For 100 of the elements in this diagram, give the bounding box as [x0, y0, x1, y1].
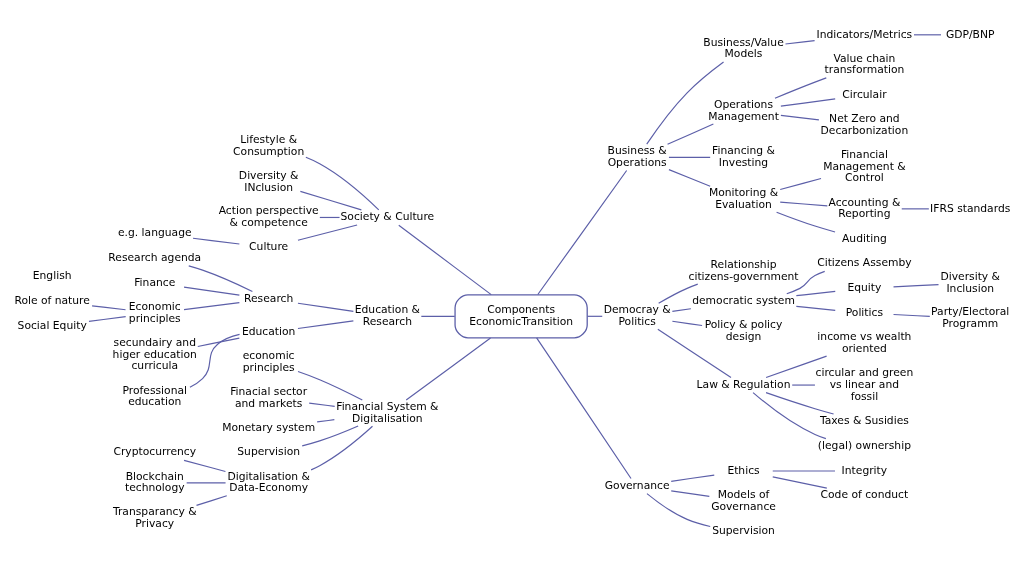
node-text: Business & Operations: [607, 144, 667, 169]
node-text: Research agenda: [108, 250, 202, 264]
node-text: Education: [241, 325, 296, 339]
connector: [183, 286, 240, 296]
connector: [646, 493, 711, 528]
node-text: e.g. language: [117, 226, 192, 240]
node-text: Society & Culture: [340, 210, 435, 224]
connector: [765, 392, 835, 415]
node-text: Action perspective & competence: [218, 204, 319, 230]
connector: [197, 337, 240, 348]
connector: [765, 355, 828, 379]
node-text: Monetary system: [222, 420, 316, 434]
connector: [670, 474, 715, 482]
node-text: Taxes & Susidies: [819, 414, 909, 428]
node-text: Citizens Assemby: [817, 256, 912, 270]
node-text: Accounting & Reporting: [828, 195, 901, 221]
node-text: Economic principles: [128, 299, 181, 325]
connector: [536, 337, 632, 480]
connector: [188, 265, 253, 292]
node-text: Digitalisation & Data-Economy: [227, 469, 310, 495]
node-text: Equity: [847, 281, 882, 295]
connector: [774, 77, 827, 99]
connector: [772, 476, 828, 489]
node-text: Value chain transformation: [824, 51, 905, 77]
node-text: Relationship citizens-government: [688, 257, 799, 283]
connector: [297, 370, 363, 401]
connector: [183, 459, 227, 473]
connector: [776, 211, 836, 233]
node-text: Integrity: [841, 463, 888, 477]
node-text: Lifestyle & Consumption: [233, 133, 305, 159]
connector: [310, 425, 374, 471]
connector: [668, 169, 711, 187]
node-text: Ethics: [727, 463, 760, 477]
connector: [657, 328, 732, 379]
connector: [308, 402, 336, 407]
connector: [780, 114, 820, 121]
connector: [901, 208, 930, 210]
connector: [913, 34, 942, 36]
connector: [668, 156, 711, 158]
connector: [646, 61, 725, 145]
node-text: Governance: [604, 478, 670, 492]
node-text: Supervision: [712, 523, 775, 537]
node-text: Supervision: [237, 445, 301, 459]
connector: [780, 98, 836, 107]
node-text: Financial System & Digitalisation: [336, 399, 439, 425]
connector: [398, 224, 492, 296]
connector: [88, 316, 127, 322]
node-text: Finance: [134, 275, 176, 289]
node-text: GDP/BNP: [945, 27, 995, 41]
node-box: Components EconomicTransition: [454, 294, 588, 339]
node-text: Research: [244, 291, 294, 305]
node-text: Social Equity: [17, 318, 87, 332]
connector: [297, 224, 358, 241]
node-text: Blockchain technology: [124, 469, 185, 495]
connector: [671, 308, 692, 312]
node-text: (legal) ownership: [817, 438, 911, 452]
connector: [319, 216, 341, 219]
node-text: Transparancy & Privacy: [112, 505, 197, 530]
connector: [305, 156, 380, 211]
label: English: [32, 269, 72, 283]
node-text: Code of conduct: [820, 488, 909, 502]
node-text: Operations Management: [708, 97, 779, 123]
connector: [297, 302, 354, 313]
node-text: Politics: [845, 305, 884, 319]
connector: [186, 482, 227, 484]
node-text: secundairy and higer education curricula: [112, 335, 197, 373]
connector: [183, 302, 240, 311]
connector: [795, 305, 836, 311]
connector: [779, 177, 822, 191]
connector: [301, 425, 359, 447]
node-text: Auditing: [842, 231, 887, 245]
connector: [795, 290, 836, 297]
connector: [189, 333, 241, 388]
node-text: Role of nature: [14, 293, 90, 307]
node-text: Party/Electoral Programm: [931, 305, 1010, 331]
node-text: Education & Research: [354, 303, 420, 328]
node-text: Financing & Investing: [712, 144, 775, 169]
node-text: Finacial sector and markets: [230, 384, 308, 410]
node-text: Professional education: [122, 383, 188, 409]
connector: [752, 392, 827, 440]
node-text: Models of Governance: [711, 487, 776, 513]
connector: [192, 237, 240, 245]
node-text: Culture: [249, 240, 289, 254]
connector: [420, 315, 456, 317]
node-text: income vs wealth oriented: [817, 329, 912, 355]
node-text: Democray & Politics: [603, 303, 671, 328]
connector: [405, 337, 492, 401]
connector: [91, 305, 127, 311]
connector: [791, 384, 816, 386]
connector: [658, 283, 699, 304]
node-text: Net Zero and Decarbonization: [820, 111, 909, 137]
node-text: Monitoring & Evaluation: [708, 185, 779, 211]
node-text: Policy & policy design: [704, 318, 783, 343]
node-text: IFRS standards: [930, 201, 1011, 215]
connector: [784, 39, 816, 45]
connector: [779, 201, 828, 207]
node-text: Circulair: [842, 87, 887, 101]
node-text: Financial Management & Control: [823, 147, 906, 185]
node-text: Business/Value Models: [703, 35, 784, 61]
connector: [195, 495, 228, 506]
